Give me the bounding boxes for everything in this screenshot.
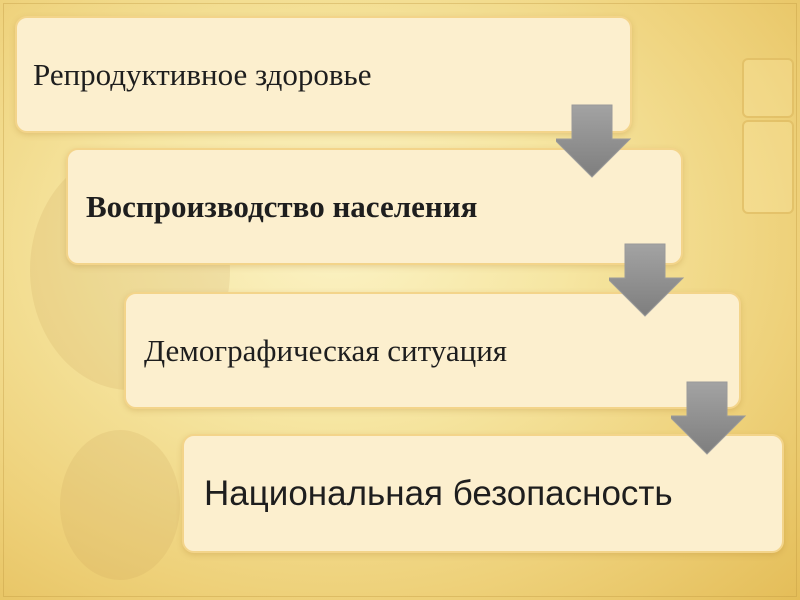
flow-step-national-security: Национальная безопасность [182, 434, 784, 553]
flow-step-reproductive-health: Репродуктивное здоровье [15, 16, 632, 133]
decorative-panel [742, 58, 794, 118]
slide-frame [3, 3, 797, 597]
flow-step-demographic-situation: Демографическая ситуация [124, 292, 741, 409]
decorative-figure [60, 430, 180, 580]
flow-step-label: Воспроизводство населения [86, 188, 478, 224]
down-arrow-icon [609, 243, 685, 317]
flow-step-population-reproduction: Воспроизводство населения [66, 148, 683, 265]
flow-step-label: Национальная безопасность [204, 473, 673, 513]
flow-step-label: Демографическая ситуация [144, 332, 508, 368]
decorative-panel [742, 120, 794, 214]
flow-step-label: Репродуктивное здоровье [33, 56, 372, 92]
down-arrow-icon [671, 381, 747, 455]
down-arrow-icon [556, 104, 632, 178]
